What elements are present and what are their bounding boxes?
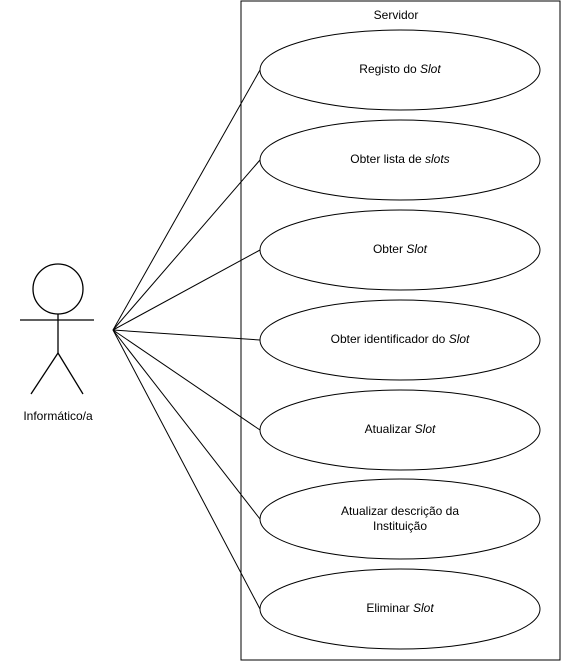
use-case-label-part: Obter identificador do	[330, 332, 449, 346]
actor-right-leg	[57, 352, 84, 395]
association-lines	[112, 69, 261, 610]
use-case-ellipse[interactable]	[259, 478, 541, 560]
use-case-ellipse[interactable]	[259, 209, 541, 291]
use-case-label-part: Slot	[420, 62, 441, 76]
actor-figure[interactable]	[20, 263, 94, 395]
use-case-label-part: slots	[425, 152, 450, 166]
use-case-label-part: Atualizar	[364, 422, 415, 436]
use-case-ellipses	[259, 29, 541, 650]
use-case-label: Registo do Slot	[265, 62, 535, 77]
actor-head	[32, 263, 84, 315]
use-case-label-part: Instituição	[372, 519, 428, 533]
use-case-label: Eliminar Slot	[265, 601, 535, 616]
use-case-label-part: Obter	[372, 242, 407, 256]
use-case-label-part: Slot	[448, 332, 470, 346]
use-case-label: Atualizar Slot	[265, 422, 535, 437]
use-case-label: Obter lista de slots	[265, 152, 535, 167]
use-case-ellipse[interactable]	[259, 29, 541, 111]
use-case-ellipse[interactable]	[259, 568, 541, 650]
association-line	[112, 249, 261, 331]
association-line	[112, 329, 261, 431]
use-case-label-part: Slot	[406, 242, 428, 256]
association-line	[112, 329, 261, 610]
use-case-label-part: Slot	[413, 601, 434, 615]
association-line	[112, 329, 261, 341]
system-label: Servidor	[373, 8, 419, 22]
use-case-ellipse[interactable]	[259, 299, 541, 381]
use-case-label-part: Eliminar	[366, 601, 413, 615]
use-case-label-part: Slot	[414, 422, 436, 436]
use-case-ellipse[interactable]	[259, 389, 541, 471]
use-case-ellipse[interactable]	[259, 119, 541, 201]
use-case-label-part: Atualizar descrição da	[340, 504, 460, 518]
use-case-label-part: Registo do	[359, 62, 420, 76]
actor-left-leg	[30, 352, 59, 395]
use-case-label: Obter identificador do Slot	[265, 332, 535, 347]
use-case-label-part: Obter lista de	[350, 152, 425, 166]
association-line	[112, 329, 261, 520]
actor-label: Informático/a	[23, 409, 93, 423]
use-case-label: Obter Slot	[265, 242, 535, 257]
association-line	[112, 159, 261, 331]
association-line	[112, 69, 261, 331]
